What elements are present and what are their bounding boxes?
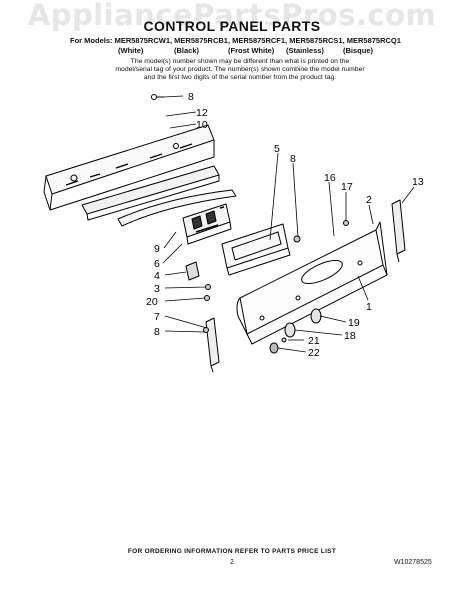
callout-21: 21 xyxy=(308,335,320,347)
switch-drawing xyxy=(185,261,200,281)
callout-22: 22 xyxy=(308,347,320,359)
document-number: W10278525 xyxy=(394,559,432,566)
callout-12: 12 xyxy=(196,107,208,119)
color-black: (Black) xyxy=(174,46,200,55)
callout-20: 20 xyxy=(146,296,158,308)
callout-8-low: 8 xyxy=(154,326,160,338)
screw-drawing-20 xyxy=(204,295,210,301)
callout-18: 18 xyxy=(344,330,356,342)
callout-17: 17 xyxy=(341,181,353,193)
leader-lines xyxy=(162,95,415,353)
screw-drawing-21 xyxy=(281,337,287,343)
page-title: CONTROL PANEL PARTS xyxy=(143,18,321,34)
callout-2: 2 xyxy=(366,194,372,206)
callout-8-top: 8 xyxy=(188,91,194,103)
end-cap-left-drawing xyxy=(205,317,220,373)
callout-6: 6 xyxy=(154,258,160,270)
callout-9: 9 xyxy=(154,243,160,255)
end-cap-right-drawing xyxy=(391,199,406,263)
color-frost-white: (Frost White) xyxy=(228,46,275,55)
electronic-control-drawing xyxy=(182,203,232,245)
callout-19: 19 xyxy=(348,317,360,329)
color-stainless: (Stainless) xyxy=(286,46,324,55)
callout-10: 10 xyxy=(196,119,208,131)
screw-drawing-8-mid xyxy=(293,235,301,243)
control-panel-drawing xyxy=(236,221,388,345)
ordering-footer: FOR ORDERING INFORMATION REFER TO PARTS … xyxy=(127,548,337,555)
display-bracket-drawing xyxy=(221,223,291,276)
callout-5: 5 xyxy=(274,143,280,155)
screw-drawing-8-top xyxy=(151,94,164,100)
models-line: For Models: MER5875RCW1, MER5875RCB1, ME… xyxy=(70,36,401,45)
callout-7: 7 xyxy=(154,311,160,323)
knob-drawing-18 xyxy=(284,322,296,338)
callout-13: 13 xyxy=(412,176,424,188)
rear-bracket-drawing xyxy=(43,124,215,211)
callout-16: 16 xyxy=(324,172,336,184)
color-bisque: (Bisque) xyxy=(343,46,373,55)
watermark: AppliancePartsPros.com xyxy=(27,0,437,32)
knob-drawing-22 xyxy=(269,342,279,354)
screw-drawing-17 xyxy=(343,220,349,226)
color-white: (White) xyxy=(118,46,144,55)
knob-drawing-19 xyxy=(310,308,322,324)
callout-1: 1 xyxy=(366,301,372,313)
callout-8-mid: 8 xyxy=(290,153,296,165)
callout-3: 3 xyxy=(154,283,160,295)
callout-labels: 8 12 10 5 8 16 17 2 13 9 6 4 3 20 7 8 1 … xyxy=(146,91,424,359)
model-note: The model(s) number shown may be differe… xyxy=(115,58,365,82)
callout-4: 4 xyxy=(154,270,160,282)
rear-panel-drawing xyxy=(81,165,220,221)
page-number: 2 xyxy=(230,559,234,566)
trim-strip-drawing xyxy=(117,189,237,227)
screw-drawing-3 xyxy=(205,284,211,290)
